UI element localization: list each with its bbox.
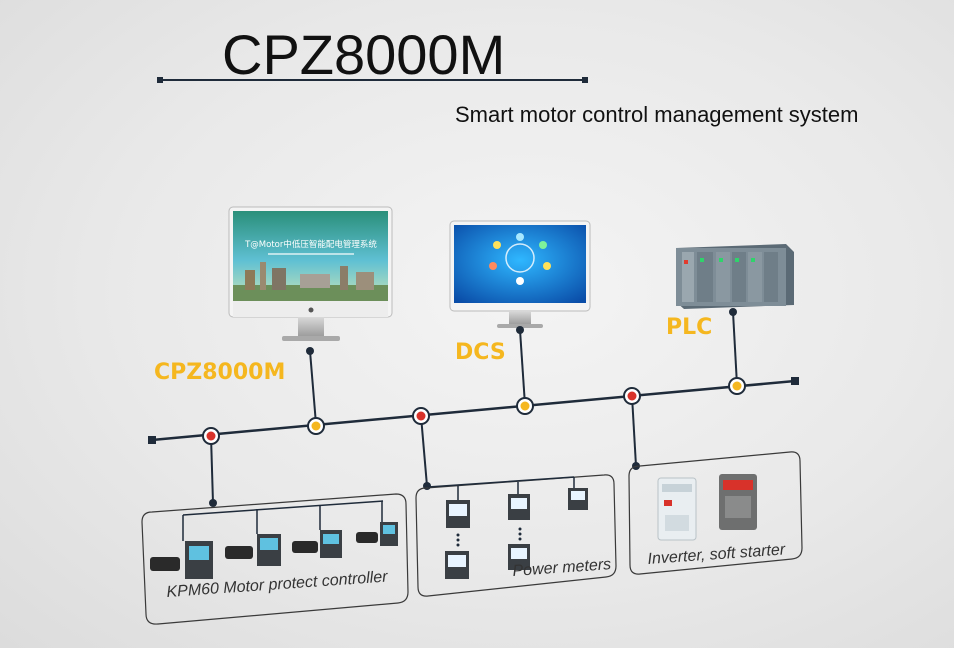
title-underline — [157, 77, 588, 83]
motor-controller-icon — [150, 541, 213, 579]
monitor-icon: T@Motor中低压智能配电管理系统 — [228, 206, 393, 341]
group-connectors — [210, 395, 637, 504]
motor-controller-icon — [356, 522, 398, 546]
cpz-screen-title: T@Motor中低压智能配电管理系统 — [244, 239, 377, 250]
power-meters-group — [415, 474, 617, 597]
power-meter-icon — [446, 500, 470, 528]
inverter-group — [628, 451, 803, 575]
power-meter-icon — [508, 544, 530, 570]
bus-node-yellow — [728, 377, 746, 395]
page-subtitle: Smart motor control management system — [455, 102, 859, 127]
monitor-icon — [449, 220, 591, 328]
plc-node-label: PLC — [666, 315, 713, 340]
power-meter-icon — [445, 551, 469, 579]
cpz8000m-node-label: CPZ8000M — [154, 360, 286, 385]
power-meter-icon — [568, 488, 588, 510]
main-bus — [148, 377, 799, 444]
bus-node-yellow — [307, 417, 325, 435]
kpm60-group — [141, 493, 409, 625]
plc-rack-icon — [676, 244, 794, 309]
motor-controller-icon — [225, 534, 281, 566]
bus-node-yellow — [516, 397, 534, 415]
inverter-icon — [657, 477, 697, 541]
bus-node-red — [202, 427, 220, 445]
dcs-node-label: DCS — [455, 340, 506, 365]
device-connectors — [309, 311, 738, 425]
power-meter-icon — [508, 494, 530, 520]
soft-starter-icon — [719, 474, 757, 530]
bus-node-red — [623, 387, 641, 405]
motor-controller-icon — [292, 530, 342, 558]
bus-node-red — [412, 407, 430, 425]
page-title: CPZ8000M — [222, 23, 506, 86]
